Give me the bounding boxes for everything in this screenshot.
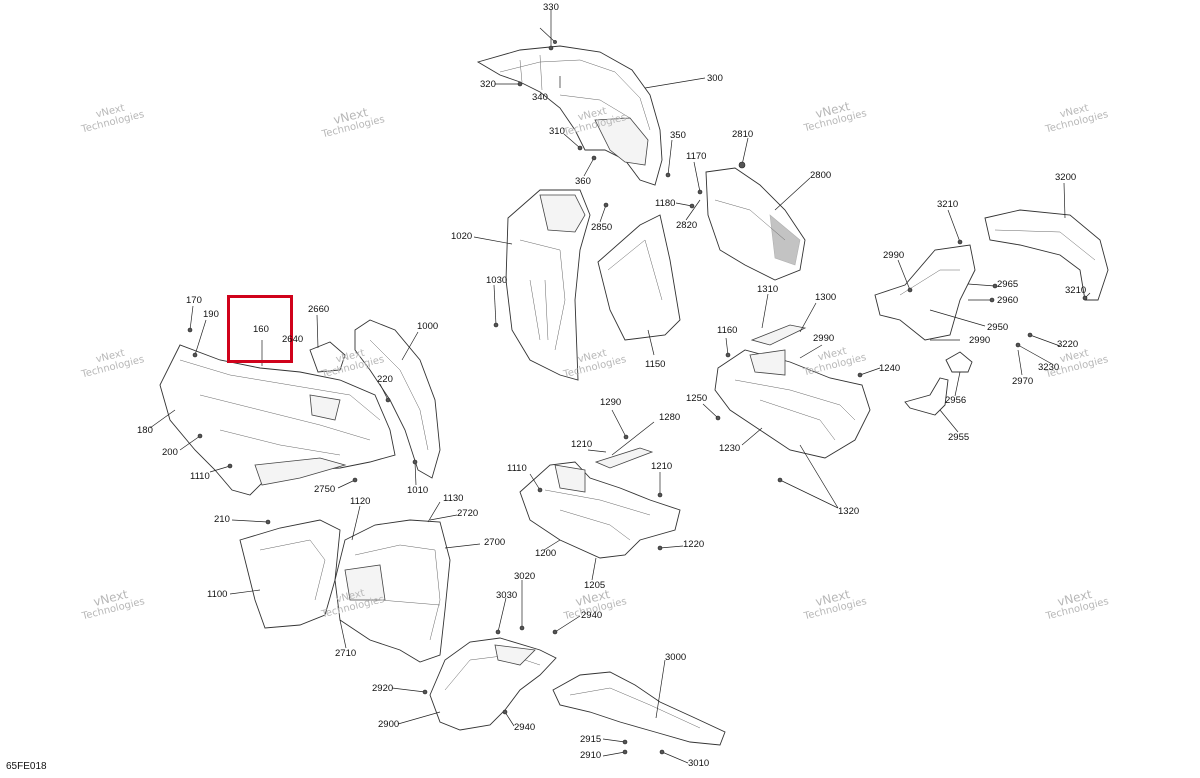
part-2955-plate[interactable]	[904, 377, 949, 416]
callout-1210[interactable]: 1210	[651, 461, 673, 472]
callout-360[interactable]: 360	[575, 176, 591, 187]
part-2950-bracket[interactable]	[874, 244, 976, 341]
part-1020-inner-fender[interactable]	[505, 189, 591, 381]
callout-2965[interactable]: 2965	[997, 279, 1019, 290]
callout-1170[interactable]: 1170	[686, 151, 707, 162]
callout-2955[interactable]: 2955	[948, 432, 970, 443]
callout-180[interactable]: 180	[137, 425, 153, 436]
callout-1210[interactable]: 1210	[571, 439, 593, 450]
callout-1130[interactable]: 1130	[443, 493, 464, 504]
diagram-reference-code: 65FE018	[6, 761, 47, 772]
callout-320[interactable]: 320	[480, 79, 496, 90]
part-1280-tread[interactable]	[594, 447, 654, 469]
callout-3220[interactable]: 3220	[1057, 339, 1079, 350]
callout-1180[interactable]: 1180	[655, 198, 676, 209]
callout-2710[interactable]: 2710	[335, 648, 357, 659]
part-1100-lower-panel[interactable]	[239, 519, 341, 629]
callout-330[interactable]: 330	[543, 2, 559, 13]
part-1300-tread[interactable]	[750, 324, 807, 346]
part-2800-side-trim[interactable]	[705, 167, 806, 281]
callout-1310[interactable]: 1310	[757, 284, 779, 295]
callout-2800[interactable]: 2800	[810, 170, 832, 181]
callout-310[interactable]: 310	[549, 126, 565, 137]
callout-2720[interactable]: 2720	[457, 508, 479, 519]
callout-2750[interactable]: 2750	[314, 484, 336, 495]
part-2956-clip[interactable]	[945, 351, 973, 373]
callout-2970[interactable]: 2970	[1012, 376, 1034, 387]
callout-1010[interactable]: 1010	[407, 485, 429, 496]
callout-1230[interactable]: 1230	[719, 443, 741, 454]
callout-3230[interactable]: 3230	[1038, 362, 1060, 373]
callout-340[interactable]: 340	[532, 92, 548, 103]
callout-1000[interactable]: 1000	[417, 321, 439, 332]
callout-1250[interactable]: 1250	[686, 393, 708, 404]
part-1000-inner-panel[interactable]	[354, 319, 441, 479]
callout-1030[interactable]: 1030	[486, 275, 508, 286]
callout-3010[interactable]: 3010	[688, 758, 710, 769]
callout-300[interactable]: 300	[707, 73, 723, 84]
callout-1290[interactable]: 1290	[600, 397, 622, 408]
callout-1320[interactable]: 1320	[838, 506, 860, 517]
part-2660-mount[interactable]	[309, 341, 346, 373]
callout-2956[interactable]: 2956	[945, 395, 967, 406]
callout-1160[interactable]: 1160	[717, 325, 738, 336]
callout-2820[interactable]: 2820	[676, 220, 698, 231]
callout-3020[interactable]: 3020	[514, 571, 536, 582]
callout-1200[interactable]: 1200	[535, 548, 557, 559]
callout-2990[interactable]: 2990	[813, 333, 835, 344]
callout-1220[interactable]: 1220	[683, 539, 705, 550]
callout-2900[interactable]: 2900	[378, 719, 400, 730]
callout-2660[interactable]: 2660	[308, 304, 330, 315]
callout-2915[interactable]: 2915	[580, 734, 602, 745]
part-1230-floor-tub[interactable]	[714, 349, 871, 459]
callout-2910[interactable]: 2910	[580, 750, 602, 761]
callout-190[interactable]: 190	[203, 309, 219, 320]
highlighted-callout-160[interactable]: 160	[253, 324, 269, 335]
part-3200-rear-cover[interactable]	[984, 209, 1109, 301]
callout-2950[interactable]: 2950	[987, 322, 1009, 333]
callout-2990[interactable]: 2990	[969, 335, 991, 346]
callout-1205[interactable]: 1205	[584, 580, 606, 591]
fasteners	[187, 40, 1088, 755]
callout-3000[interactable]: 3000	[665, 652, 687, 663]
callout-3030[interactable]: 3030	[496, 590, 518, 601]
highlight-box	[227, 295, 293, 363]
callout-3210[interactable]: 3210	[1065, 285, 1087, 296]
callout-1280[interactable]: 1280	[659, 412, 681, 423]
callout-2940[interactable]: 2940	[581, 610, 603, 621]
part-2700-door-panel[interactable]	[334, 519, 451, 663]
part-1200-center-tub[interactable]	[519, 461, 681, 559]
callout-3210[interactable]: 3210	[937, 199, 959, 210]
callout-1150[interactable]: 1150	[645, 359, 666, 370]
callout-1100[interactable]: 1100	[207, 589, 228, 600]
callout-2850[interactable]: 2850	[591, 222, 613, 233]
callout-2640[interactable]: 2640	[282, 334, 304, 345]
callout-1240[interactable]: 1240	[879, 363, 901, 374]
callout-170[interactable]: 170	[186, 295, 202, 306]
callout-3200[interactable]: 3200	[1055, 172, 1077, 183]
callout-200[interactable]: 200	[162, 447, 178, 458]
part-2900-lower-fender[interactable]	[429, 637, 557, 731]
callout-210[interactable]: 210	[214, 514, 230, 525]
callout-2920[interactable]: 2920	[372, 683, 394, 694]
callout-1020[interactable]: 1020	[451, 231, 473, 242]
callout-1120[interactable]: 1120	[350, 496, 371, 507]
callout-2990[interactable]: 2990	[883, 250, 905, 261]
callout-2940[interactable]: 2940	[514, 722, 536, 733]
callout-220[interactable]: 220	[377, 374, 393, 385]
callout-350[interactable]: 350	[670, 130, 686, 141]
callout-1110[interactable]: 1110	[507, 463, 527, 474]
callout-2960[interactable]: 2960	[997, 295, 1019, 306]
callout-1110[interactable]: 1110	[190, 471, 210, 482]
leader-lines	[149, 10, 1091, 764]
callout-1300[interactable]: 1300	[815, 292, 837, 303]
callout-2700[interactable]: 2700	[484, 537, 506, 548]
part-160-front-fascia[interactable]	[159, 344, 396, 496]
part-3000-running-board[interactable]	[552, 671, 726, 746]
part-300-hood[interactable]	[476, 45, 663, 186]
part-1150-side-panel[interactable]	[597, 214, 681, 341]
callout-2810[interactable]: 2810	[732, 129, 754, 140]
